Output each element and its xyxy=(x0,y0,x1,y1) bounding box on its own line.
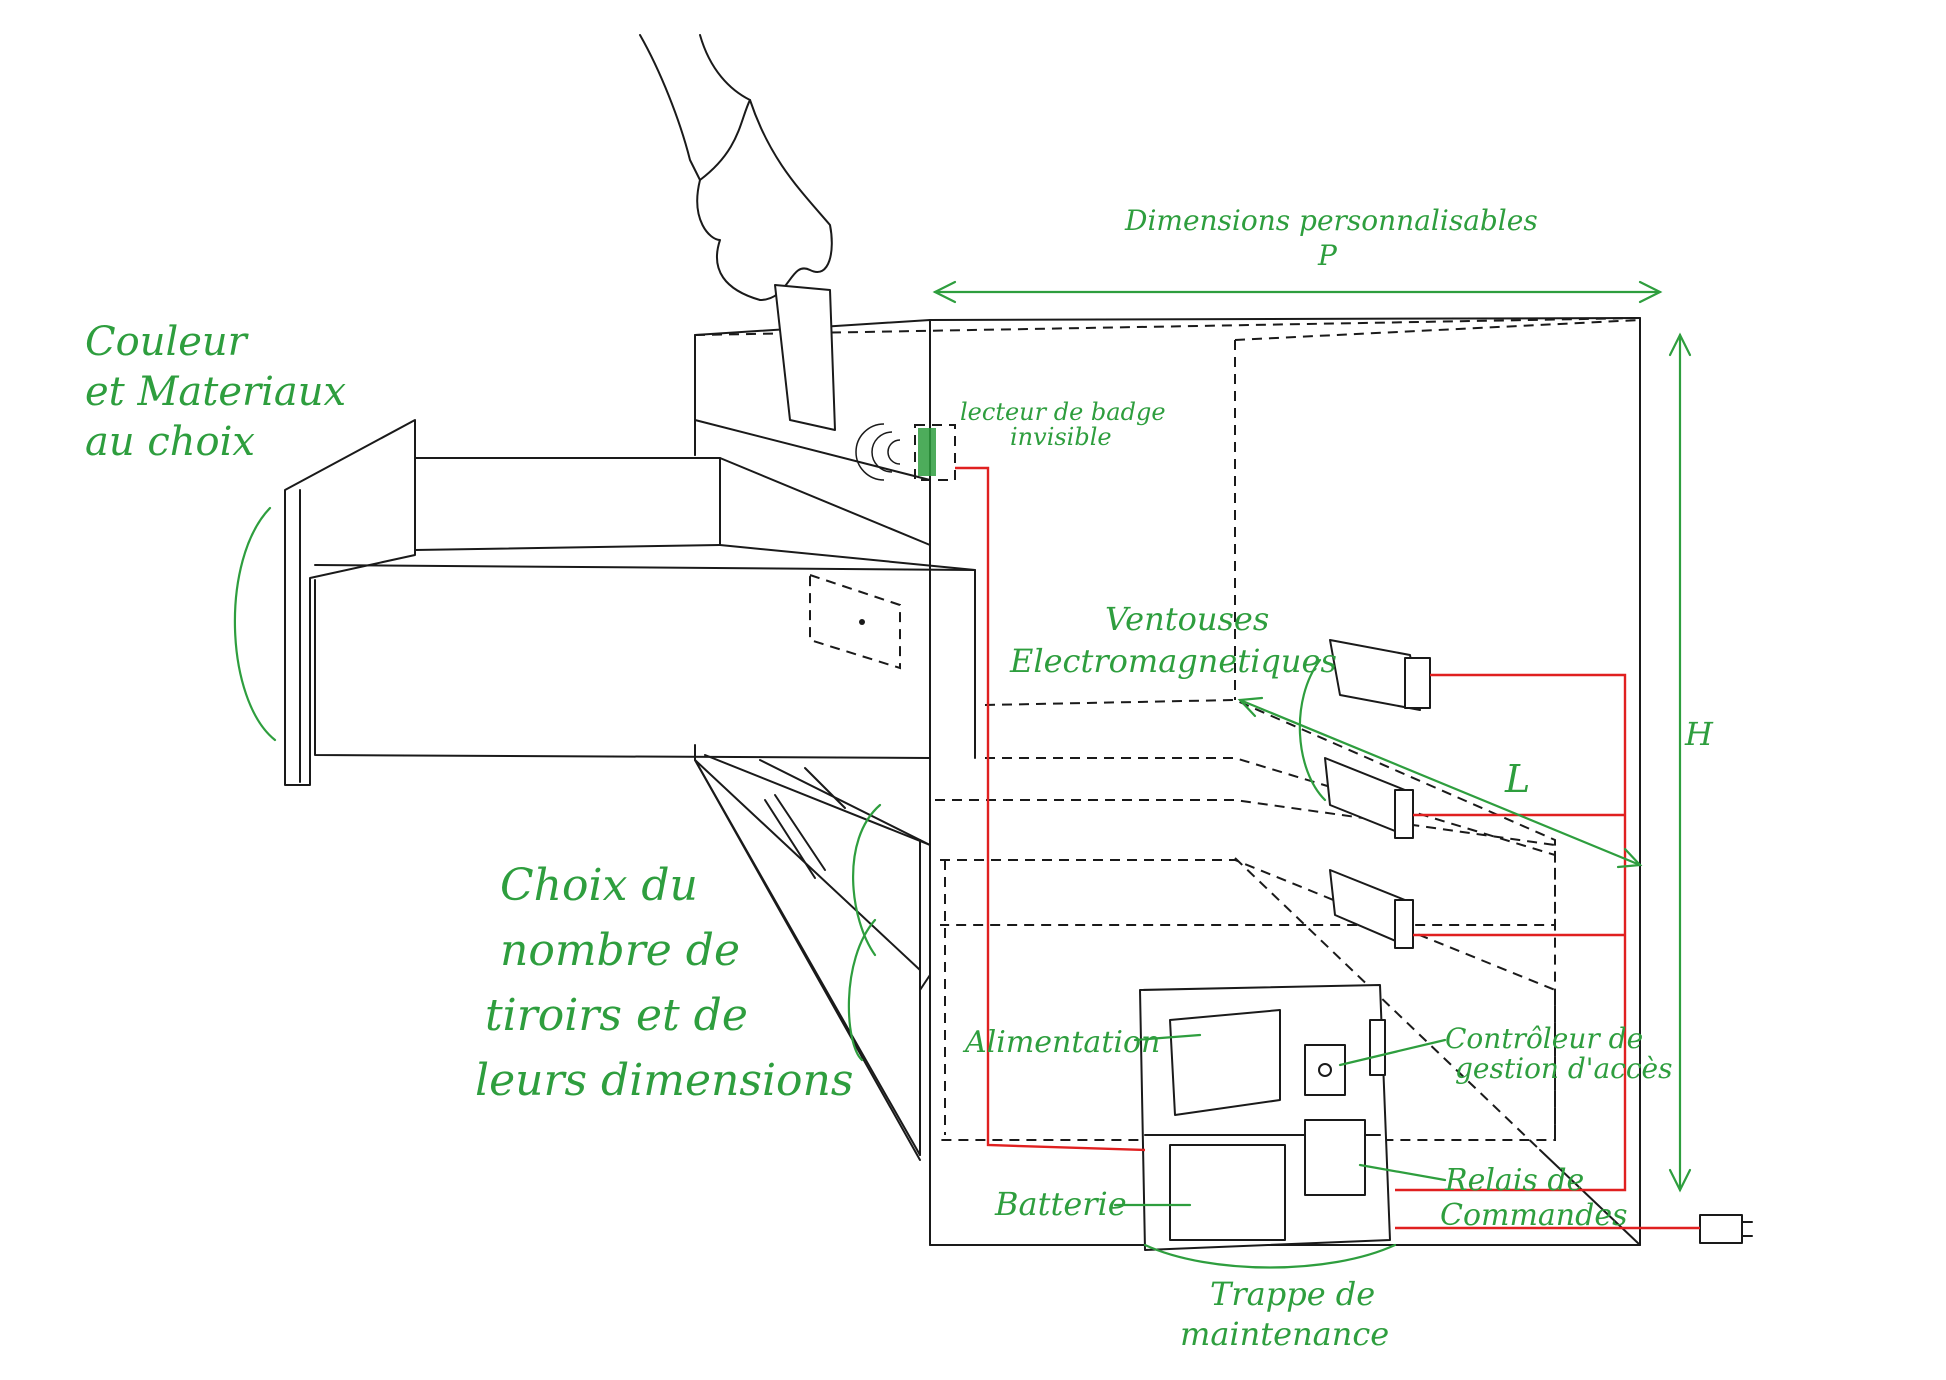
hand-with-badge xyxy=(639,34,836,431)
arrow-l xyxy=(1238,698,1642,867)
electromagnet-2-end xyxy=(1394,789,1414,839)
arrow-h-top-head xyxy=(1668,332,1692,357)
drawer-inner-edge xyxy=(719,457,931,546)
label-dimensions: Dimensions personnalisables xyxy=(1124,204,1538,237)
bracket-couleur xyxy=(233,506,277,742)
drawer-magnet-plate xyxy=(809,573,901,670)
plug-body xyxy=(1699,1214,1743,1244)
rfid-wave-1 xyxy=(887,439,901,465)
rfid-wave-2 xyxy=(871,431,893,473)
label-choix-1: Choix du xyxy=(500,860,698,911)
badge-reader-outline xyxy=(914,424,956,481)
battery xyxy=(1169,1144,1286,1241)
label-controleur-1: Contrôleur de xyxy=(1445,1022,1643,1055)
badge-reader xyxy=(855,423,956,481)
arrow-h-bottom-head xyxy=(1668,1168,1692,1193)
wiring xyxy=(955,466,1700,1230)
access-controller-dial xyxy=(1318,1063,1332,1077)
electromagnet-3-body xyxy=(1329,869,1406,946)
drawer-box-side xyxy=(314,579,931,759)
drawer-2-top xyxy=(759,759,931,846)
label-l: L xyxy=(1504,757,1530,801)
control-box xyxy=(1139,984,1391,1251)
label-choix-3: tiroirs et de xyxy=(485,990,748,1041)
electromagnet-2-body xyxy=(1324,757,1406,836)
label-choix-2: nombre de xyxy=(500,925,740,976)
power-plug xyxy=(1699,1214,1753,1244)
bracket-ventouses xyxy=(1298,658,1327,802)
label-p: P xyxy=(1317,239,1338,272)
label-couleur-2: et Materiaux xyxy=(85,369,346,415)
drawer-diag-edge xyxy=(694,759,921,1161)
labels: Dimensions personnalisables P H L Couleu… xyxy=(85,204,1714,1353)
annotation-leaders xyxy=(233,506,1447,1269)
leader-controleur xyxy=(1338,1038,1447,1067)
electromagnet-3-end xyxy=(1394,899,1414,949)
label-relais-1: Relais de xyxy=(1444,1163,1584,1198)
terminal-strip xyxy=(1369,1019,1386,1076)
electromagnet-1 xyxy=(1329,639,1431,711)
label-choix-4: leurs dimensions xyxy=(475,1055,853,1106)
dimension-arrows xyxy=(932,280,1692,1193)
label-batterie: Batterie xyxy=(994,1185,1127,1223)
rfid-wave-3 xyxy=(855,423,885,481)
drawer-front-panel xyxy=(284,419,416,786)
relay-block xyxy=(1304,1119,1366,1196)
open-drawer xyxy=(284,419,976,786)
electromagnet-1-end xyxy=(1404,657,1431,709)
cavity-1 xyxy=(984,698,1556,1140)
access-controller xyxy=(1304,1044,1346,1096)
cavity-1b xyxy=(985,757,1556,856)
label-alimentation: Alimentation xyxy=(962,1025,1160,1060)
label-trappe-2: maintenance xyxy=(1180,1315,1389,1353)
drawer-box-rim xyxy=(414,544,721,551)
power-supply xyxy=(1169,1009,1281,1116)
arrow-l-head-1 xyxy=(1237,696,1264,718)
label-lecteur-1: lecteur de badge xyxy=(960,398,1166,426)
bracket-choix-1 xyxy=(852,803,882,957)
label-lecteur-2: invisible xyxy=(1010,423,1112,451)
electromagnet-2 xyxy=(1324,757,1414,839)
arrow-l-head-2 xyxy=(1616,847,1643,869)
electromagnet-3 xyxy=(1329,869,1414,949)
hand xyxy=(696,99,833,301)
badge-card xyxy=(774,284,836,431)
cavity-diag xyxy=(1234,857,1541,1151)
cavity-2 xyxy=(935,799,1556,926)
label-trappe-1: Trappe de xyxy=(1210,1275,1375,1313)
drawer-2-handle-b xyxy=(764,799,816,879)
arrow-p-left-head xyxy=(932,280,957,304)
drawer-3-handle xyxy=(804,767,846,809)
arrow-p-right-head xyxy=(1638,280,1663,304)
label-relais-2: Commandes xyxy=(1440,1198,1627,1233)
bracket-choix-2 xyxy=(847,918,877,1062)
cabinet-top-back-edge xyxy=(929,317,1641,321)
label-ventouses-2: Electromagnetiques xyxy=(1009,642,1337,680)
bracket-trappe xyxy=(1143,1243,1397,1269)
drawer-box-top xyxy=(414,457,976,759)
label-ventouses-1: Ventouses xyxy=(1105,600,1269,638)
leader-relais xyxy=(1358,1163,1447,1182)
leader-alimentation xyxy=(1133,1033,1202,1042)
electromagnet-1-body xyxy=(1329,639,1421,711)
sleeve xyxy=(639,34,751,181)
drawer-sep xyxy=(919,974,931,991)
wire-badge-reader xyxy=(955,466,1146,1152)
cabinet-front-right-edge xyxy=(694,319,931,1246)
label-couleur-1: Couleur xyxy=(85,319,250,365)
label-couleur-3: au choix xyxy=(85,419,255,465)
badge-reader-chip xyxy=(918,428,936,476)
drawer-2-handle xyxy=(774,794,826,871)
label-controleur-2: gestion d'accès xyxy=(1455,1052,1672,1085)
wire-electromagnet-1 xyxy=(1395,673,1627,1192)
electromagnets xyxy=(1324,639,1431,949)
drawer-box-top-front xyxy=(314,564,976,571)
label-h: H xyxy=(1684,715,1714,753)
cabinet-opening-top xyxy=(694,419,931,481)
plate-screw xyxy=(859,619,865,625)
inner-top-edge xyxy=(1234,319,1641,341)
closed-drawers xyxy=(694,744,931,1161)
cabinet-top-hidden-edge xyxy=(694,317,1641,336)
